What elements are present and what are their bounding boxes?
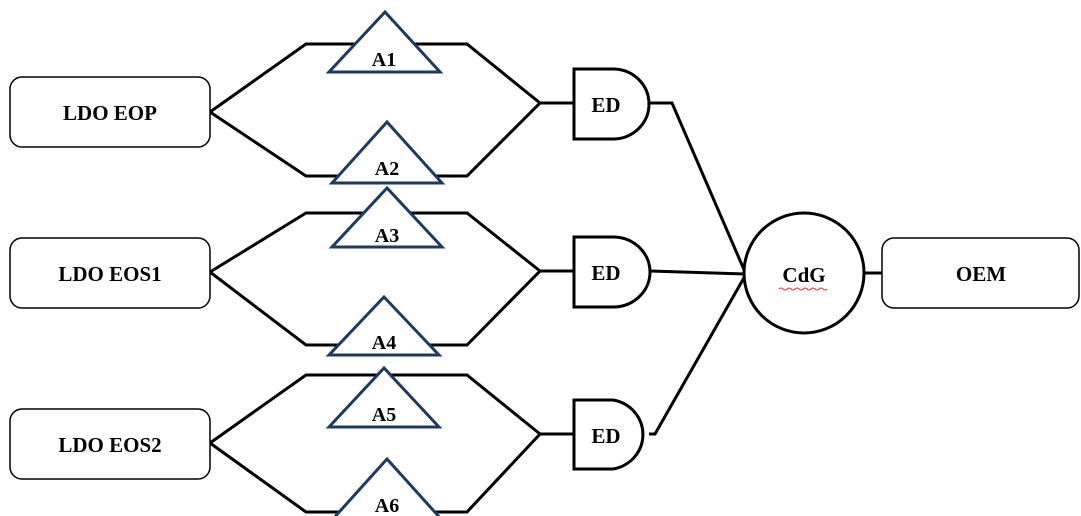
wire-gate2-hub <box>649 269 746 276</box>
hub-label: CdG <box>782 263 825 287</box>
gates: ED ED ED <box>572 67 652 471</box>
source-box-eop: LDO EOP <box>9 76 211 148</box>
wire-gate3-hub <box>649 275 747 436</box>
hub-node: CdG <box>742 211 866 335</box>
triangle-label: A1 <box>372 49 396 71</box>
gate-label: ED <box>591 261 620 285</box>
triangle-a3: A3 <box>328 185 446 249</box>
spellcheck-underline <box>778 287 828 291</box>
triangle-label: A3 <box>375 225 399 247</box>
source-label: LDO EOS1 <box>58 262 161 286</box>
connectors <box>209 42 882 514</box>
gate-ed-3: ED <box>572 398 645 471</box>
gate-ed-1: ED <box>572 67 651 141</box>
source-box-eos2: LDO EOS2 <box>9 408 211 480</box>
gate-ed-2: ED <box>572 235 652 309</box>
output-label: OEM <box>956 262 1006 286</box>
triangle-label: A6 <box>375 495 399 516</box>
triangle-label: A5 <box>372 404 396 426</box>
triangle-a1: A1 <box>325 9 444 74</box>
source-label: LDO EOP <box>63 101 157 125</box>
output-box: OEM <box>881 237 1080 309</box>
gate-label: ED <box>591 93 620 117</box>
triangle-a4: A4 <box>325 294 443 357</box>
gate-label: ED <box>591 424 620 448</box>
triangle-a2: A2 <box>328 119 446 185</box>
triangle-label: A4 <box>372 332 396 354</box>
wire-gate1-hub <box>649 101 747 273</box>
triangle-label: A2 <box>375 158 399 180</box>
triangle-a5: A5 <box>325 365 443 429</box>
source-label: LDO EOS2 <box>58 433 161 457</box>
triangle-a6: A6 <box>333 456 441 516</box>
triangles: A1 A2 A3 A4 A5 A6 <box>325 9 446 516</box>
source-box-eos1: LDO EOS1 <box>9 237 211 309</box>
